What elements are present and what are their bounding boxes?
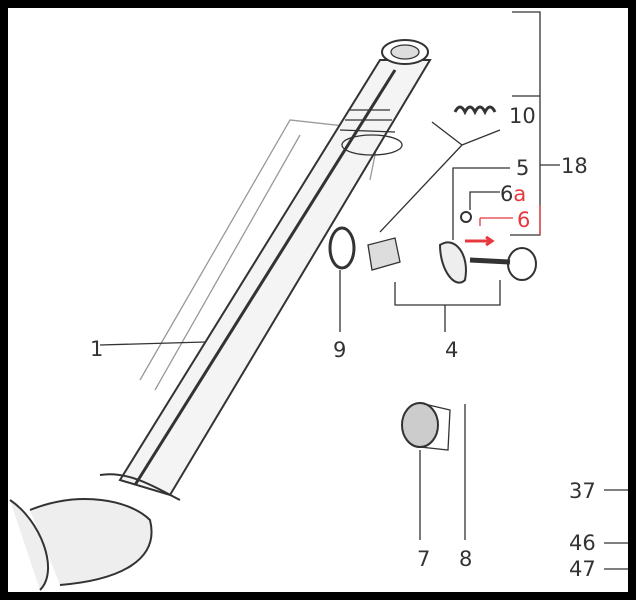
parts-diagram: 1 4 5 6a 6 7 8 9 10 18 37 46 47 [8, 8, 628, 592]
label-8: 8 [459, 547, 473, 571]
key-part [469, 257, 511, 265]
lock-cylinder-part [367, 237, 401, 271]
label-6a: 6a [500, 184, 526, 205]
ring-part [328, 226, 356, 270]
label-9: 9 [333, 338, 347, 362]
plate-part [438, 241, 467, 284]
label-37: 37 [569, 479, 596, 503]
steering-tube [99, 39, 432, 501]
label-6a-number: 6 [500, 182, 514, 206]
label-18: 18 [561, 154, 588, 178]
label-6a-letter: a [513, 182, 527, 206]
label-46: 46 [569, 531, 596, 555]
label-4: 4 [445, 338, 459, 362]
label-47: 47 [569, 557, 596, 581]
label-1: 1 [90, 337, 104, 361]
label-10: 10 [509, 104, 536, 128]
label-7: 7 [417, 547, 431, 571]
spring-part [453, 105, 497, 116]
barrel-part [401, 402, 451, 451]
washer-part [460, 211, 472, 223]
highlight-pin [465, 205, 541, 247]
label-6: 6 [517, 208, 531, 232]
fork-crown [9, 498, 153, 591]
diagram-drawing [9, 11, 628, 591]
label-5: 5 [516, 156, 530, 180]
